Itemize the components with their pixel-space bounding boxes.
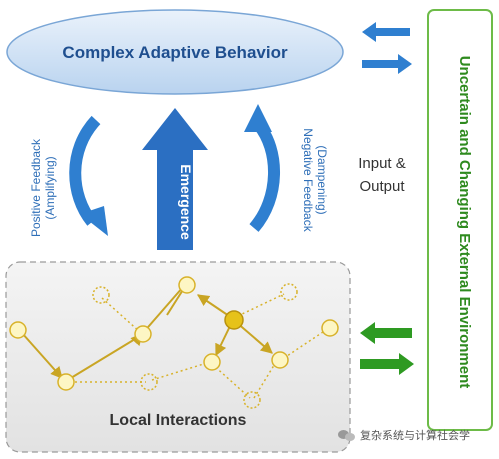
positive-feedback-line1: Positive Feedback [29, 138, 43, 237]
link-solid [21, 332, 63, 379]
agent-node [134, 325, 152, 343]
negative-feedback-arrow [244, 104, 280, 232]
local-interactions-label: Local Interactions [110, 412, 247, 429]
watermark: 复杂系统与计算社会学 [338, 424, 498, 446]
agent-node [178, 276, 196, 294]
positive-feedback-line2: (Amplifying) [43, 156, 57, 219]
output-arrow-right [362, 54, 412, 74]
agent-node [57, 373, 75, 391]
watermark-text: 复杂系统与计算社会学 [360, 429, 470, 442]
chat-bubble-icon [338, 428, 356, 442]
environment-arrow-right [360, 353, 414, 375]
positive-feedback-label: Positive Feedback (Amplifying) [29, 138, 57, 237]
inactive-agent-node [280, 283, 298, 301]
link-solid [130, 286, 184, 347]
inactive-agent-node [92, 286, 110, 304]
complex-adaptive-behavior-ellipse [6, 9, 344, 95]
negative-feedback-line2: (Dampening) [315, 145, 329, 214]
active-agent-node [224, 310, 244, 330]
input-output-line2: Output [359, 178, 405, 195]
link-dotted [237, 293, 285, 317]
negative-feedback-label: Negative Feedback (Dampening) [301, 128, 329, 232]
agent-node [321, 319, 339, 337]
external-environment-box [427, 9, 493, 431]
input-arrow-left [362, 22, 410, 42]
local-interactions-box [5, 261, 351, 453]
inactive-agent-nodes [92, 283, 298, 409]
input-output-line1: Input & [358, 155, 406, 172]
complex-adaptive-behavior-title: Complex Adaptive Behavior [62, 43, 288, 62]
agent-node [9, 321, 27, 339]
negative-feedback-line1: Negative Feedback [301, 128, 315, 232]
environment-arrow-left [360, 322, 412, 344]
link-dotted [151, 361, 211, 381]
link-dotted [283, 329, 327, 359]
link-dotted [253, 361, 277, 399]
agent-nodes [9, 276, 339, 391]
positive-feedback-arrow [69, 115, 108, 236]
agent-node [203, 353, 221, 371]
link-dotted [211, 363, 251, 399]
link-solid [65, 335, 141, 382]
inactive-agent-node [140, 373, 158, 391]
emergence-label: Emergence [178, 164, 194, 240]
link-dotted [101, 297, 141, 333]
emergence-arrow [142, 108, 208, 250]
link-solid [235, 321, 273, 354]
external-environment-label: Uncertain and Changing External Environm… [456, 56, 473, 389]
inactive-agent-node [243, 391, 261, 409]
agent-node [271, 351, 289, 369]
dotted-links [70, 293, 327, 399]
